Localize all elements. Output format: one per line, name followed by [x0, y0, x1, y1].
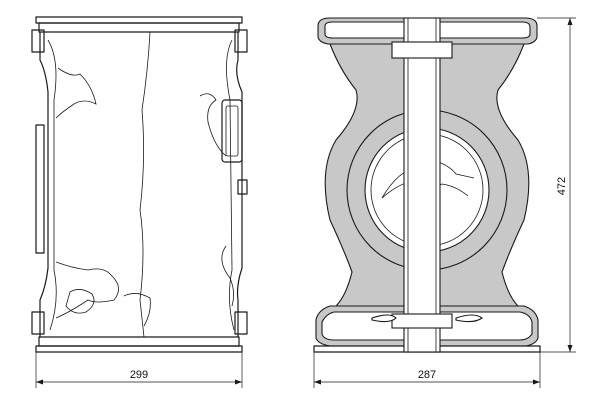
dimension-left-width: 299	[130, 369, 148, 381]
dimension-lines	[35, 17, 576, 388]
dimension-height: 472	[556, 177, 568, 195]
front-view	[313, 17, 541, 353]
dimension-right-width: 287	[418, 369, 436, 381]
side-view	[31, 16, 248, 353]
